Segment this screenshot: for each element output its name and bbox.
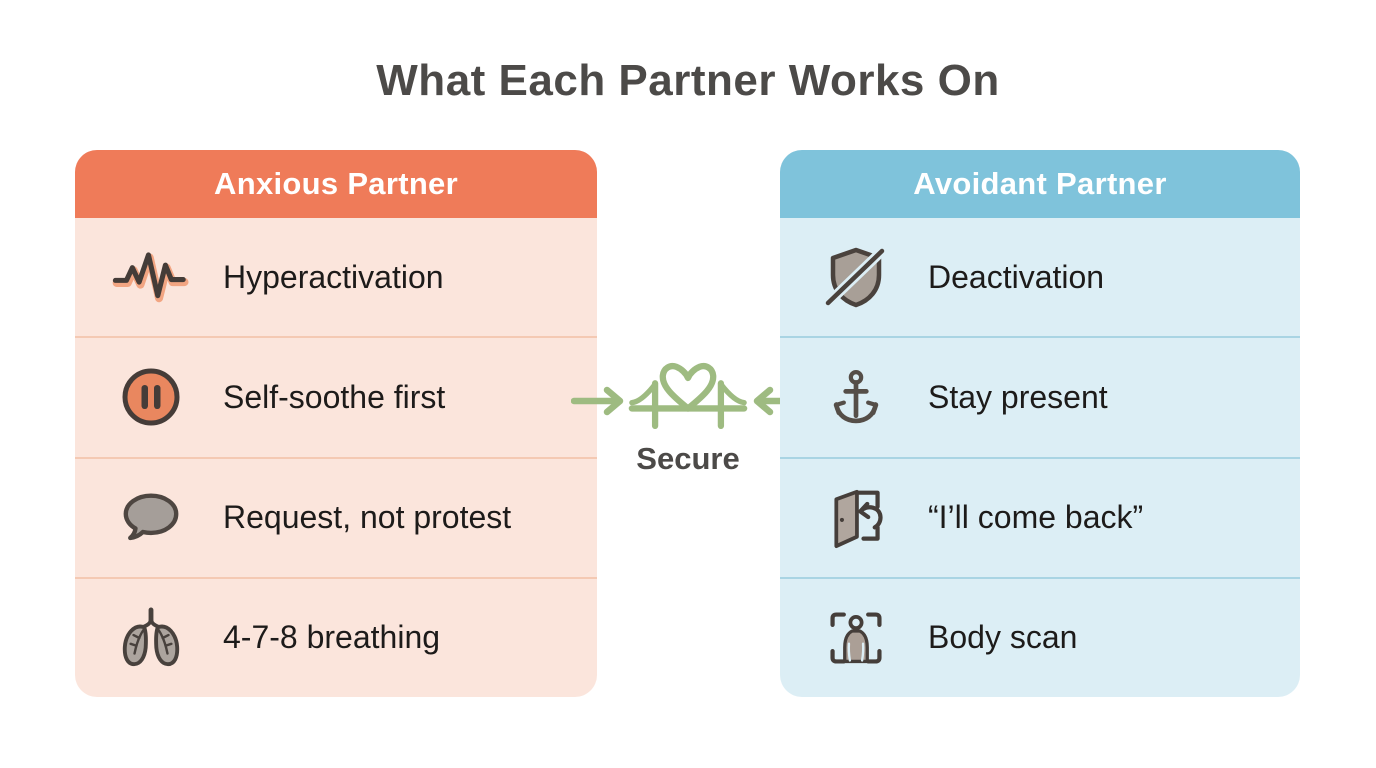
list-item-label: Request, not protest [223,499,512,536]
avoidant-partner-column: Avoidant Partner Deactivation [780,150,1300,697]
anxious-partner-column: Anxious Partner Hyperactivation Self-soo… [75,150,597,697]
list-item: Deactivation [780,218,1300,336]
list-item-label: Self-soothe first [223,378,446,415]
bridge-heart-icon [628,354,748,435]
speech-bubble-icon [111,479,191,557]
list-item: 4-7-8 breathing [75,576,597,697]
shield-off-icon [816,238,896,316]
list-item: Stay present [780,336,1300,456]
list-item: Hyperactivation [75,218,597,336]
list-item-label: Hyperactivation [223,258,444,295]
body-scan-icon [816,599,896,677]
list-item-label: 4-7-8 breathing [223,619,441,656]
list-item-label: Stay present [928,378,1108,415]
list-item-label: Body scan [928,619,1078,656]
anxious-partner-header: Anxious Partner [75,150,597,218]
list-item-label: “I’ll come back” [928,499,1144,536]
secure-label: Secure [636,441,740,476]
page-title: What Each Partner Works On [376,56,1000,105]
anxious-partner-body: Hyperactivation Self-soothe first Reques… [75,218,597,697]
list-item: “I’ll come back” [780,456,1300,577]
arrow-right-icon [570,386,625,421]
anchor-icon [816,358,896,436]
pause-icon [111,358,191,436]
list-item: Request, not protest [75,456,597,577]
list-item: Body scan [780,576,1300,697]
heartbeat-icon [111,238,191,316]
list-item: Self-soothe first [75,336,597,456]
list-item-label: Deactivation [928,258,1105,295]
door-return-icon [816,479,896,557]
avoidant-partner-header: Avoidant Partner [780,150,1300,218]
avoidant-partner-body: Deactivation Stay present [780,218,1300,697]
lungs-icon [111,599,191,677]
